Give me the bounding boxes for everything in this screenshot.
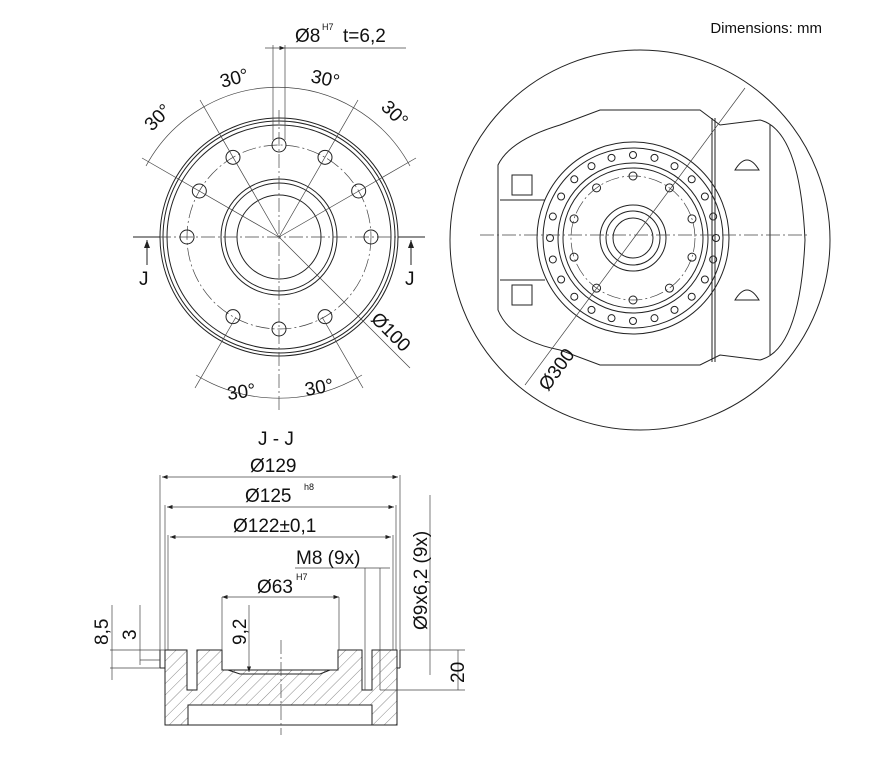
pin-hole xyxy=(271,137,287,153)
bolt-hole xyxy=(317,309,333,325)
robot-outer-hole xyxy=(557,192,566,201)
section-marker-right: J xyxy=(405,269,415,290)
dim-d129: Ø129 xyxy=(250,456,296,477)
robot-outer-hole xyxy=(548,212,557,221)
dim-d122: Ø122±0,1 xyxy=(233,516,316,537)
bolt-hole xyxy=(179,229,195,245)
robot-outer-hole xyxy=(650,153,659,162)
section-marker-left: J xyxy=(139,269,149,290)
robot-flange-hole xyxy=(664,283,674,293)
bolt-hole xyxy=(225,309,241,325)
bolt-hole xyxy=(225,149,241,165)
angle-label: 30° xyxy=(376,97,411,132)
robot-wrist-view xyxy=(449,49,831,431)
bolt-circle-dia: Ø100 xyxy=(366,309,414,357)
robot-outer-hole xyxy=(570,175,579,184)
dim-8-5: 8,5 xyxy=(92,619,113,645)
angle-label: 30° xyxy=(303,375,335,401)
angle-label: 30° xyxy=(141,100,176,135)
bolt-hole xyxy=(351,183,367,199)
angle-label: 30° xyxy=(218,65,251,93)
bolt-hole xyxy=(363,229,379,245)
bolt-hole xyxy=(271,321,287,337)
bolt-holes xyxy=(179,137,379,337)
pin-hole-tol: H7 xyxy=(322,22,334,32)
dim-depth-9-2: 9,2 xyxy=(230,619,251,645)
dim-3: 3 xyxy=(120,629,141,640)
robot-outer-hole xyxy=(607,153,616,162)
robot-outer-hole xyxy=(557,275,566,284)
robot-flange-hole xyxy=(592,283,602,293)
bolt-hole xyxy=(317,149,333,165)
robot-outer-hole xyxy=(607,314,616,323)
section-title: J - J xyxy=(258,429,294,450)
robot-outer-hole xyxy=(587,162,596,171)
robot-outer-hole xyxy=(687,292,696,301)
units-note: Dimensions: mm xyxy=(710,20,822,37)
robot-flange-hole xyxy=(592,183,602,193)
robot-flange-hole xyxy=(664,183,674,193)
robot-flange-hole xyxy=(569,252,579,262)
robot-outer-hole xyxy=(548,255,557,264)
robot-outer-hole xyxy=(629,317,637,325)
robot-flange-hole xyxy=(628,171,638,181)
robot-outer-hole xyxy=(546,234,554,242)
robot-outer-hole xyxy=(700,192,709,201)
robot-outer-hole xyxy=(587,305,596,314)
workspace-dia: Ø300 xyxy=(535,345,579,395)
angle-label: 30° xyxy=(309,66,341,93)
bolt-hole xyxy=(191,183,207,199)
robot-outer-hole xyxy=(709,212,718,221)
robot-outer-hole xyxy=(712,234,720,242)
robot-flange-hole xyxy=(628,295,638,305)
robot-outer-hole xyxy=(629,151,637,159)
robot-outer-hole xyxy=(670,305,679,314)
workspace-circle xyxy=(449,49,831,431)
dim-d63-tol: H7 xyxy=(296,572,308,582)
section-view xyxy=(110,474,465,735)
robot-flange-hole xyxy=(687,252,697,262)
thread-label: M8 (9x) xyxy=(296,548,360,569)
flange-top-view xyxy=(133,45,425,410)
robot-outer-hole xyxy=(670,162,679,171)
dim-d125-tol: h8 xyxy=(304,482,314,492)
angle-label: 30° xyxy=(226,380,257,405)
robot-outer-hole xyxy=(570,292,579,301)
dim-20: 20 xyxy=(448,662,469,683)
dim-d63: Ø63 xyxy=(257,577,293,598)
pin-hole-dia: Ø8 xyxy=(295,26,320,47)
robot-flange-hole xyxy=(569,214,579,224)
robot-flange-hole xyxy=(687,214,697,224)
counterbore-label: Ø9x6,2 (9x) xyxy=(411,531,432,630)
robot-outer-hole xyxy=(687,175,696,184)
robot-outer-hole xyxy=(709,255,718,264)
robot-outer-hole xyxy=(700,275,709,284)
dim-d125: Ø125 xyxy=(245,486,291,507)
robot-outer-hole xyxy=(650,314,659,323)
pin-hole-depth: t=6,2 xyxy=(343,26,386,47)
